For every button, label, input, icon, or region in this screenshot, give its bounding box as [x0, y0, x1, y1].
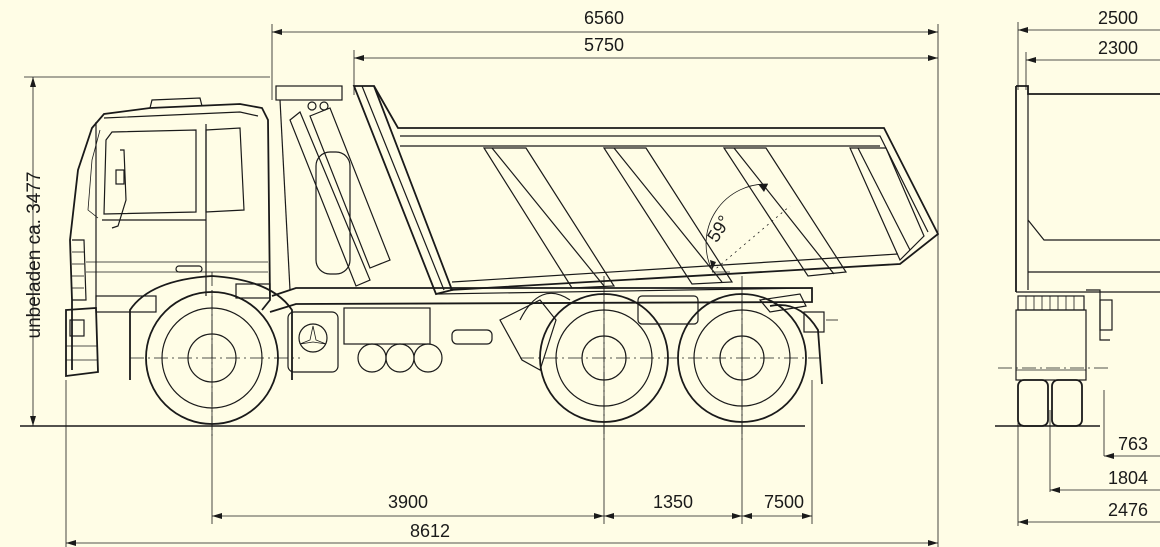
- dim-lower-row: [211, 290, 813, 524]
- dim-label-rear-overhang: 7500: [764, 492, 804, 512]
- rear-view: [998, 22, 1160, 526]
- rear-wheel-1: [520, 276, 820, 440]
- dim-label-rear-1804: 1804: [1108, 468, 1148, 488]
- dim-8612: [65, 240, 939, 547]
- dim-6560: [271, 24, 939, 240]
- dim-label-body-length: 5750: [584, 35, 624, 55]
- chassis: [269, 287, 838, 385]
- dim-label-wheelbase: 3900: [388, 492, 428, 512]
- rear-wheel-2: [677, 276, 807, 440]
- tip-angle-indicator: [705, 183, 791, 273]
- hydraulics: [275, 85, 391, 291]
- dim-height: [24, 76, 270, 426]
- dim-label-tandem: 1350: [653, 492, 693, 512]
- truck-cab: [65, 97, 271, 378]
- front-wheel: [129, 272, 300, 440]
- dim-label-body-width: 2300: [1098, 38, 1138, 58]
- dim-5750: [353, 50, 938, 95]
- dim-label-overall-length: 8612: [410, 521, 450, 541]
- tip-angle-label: 59°: [703, 212, 734, 246]
- dim-label-rear-763: 763: [1118, 434, 1148, 454]
- dim-label-rear-2476: 2476: [1108, 500, 1148, 520]
- dim-label-cab-to-rear: 6560: [584, 8, 624, 28]
- dim-label-height: unbeladen ca. 3477: [24, 172, 45, 339]
- tipper-body: [352, 85, 940, 296]
- dim-label-overall-width: 2500: [1098, 8, 1138, 28]
